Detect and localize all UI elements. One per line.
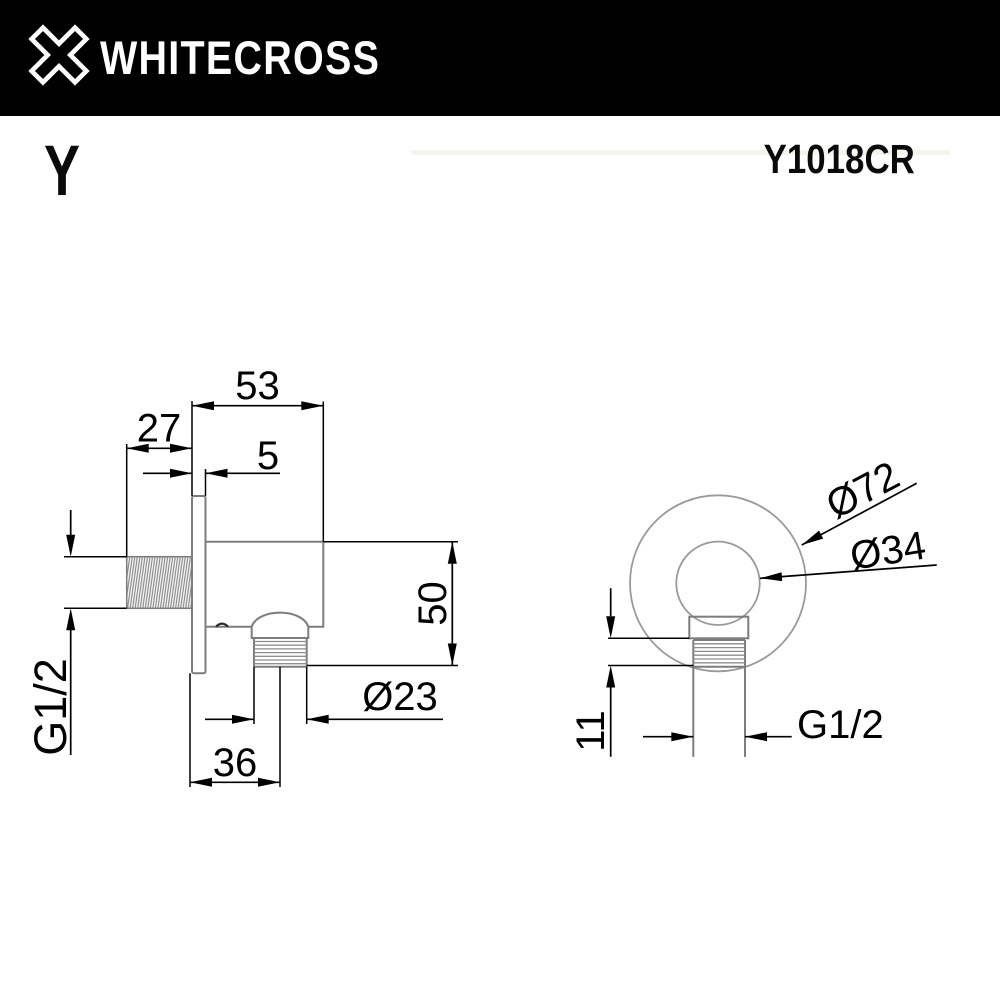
product-code: Y1018CR bbox=[763, 136, 915, 182]
dimension-arrows-front bbox=[606, 530, 824, 742]
outlet-thread-front bbox=[692, 639, 746, 668]
outlet-thread-ribs-side bbox=[254, 640, 307, 665]
dimension-arrows-side bbox=[66, 401, 457, 787]
brand-name: WHITECROSS bbox=[100, 31, 381, 84]
dim-inlet-thread-label: G1/2 bbox=[25, 658, 76, 756]
dim-outer-dia-label: Ø72 bbox=[819, 453, 906, 527]
side-view: 53 27 5 G1/2 50 Ø23 36 bbox=[25, 364, 458, 787]
valve-body-side bbox=[204, 540, 325, 628]
series-label: Y bbox=[44, 132, 80, 211]
body-inner-circle bbox=[675, 540, 761, 626]
extension-lines-front bbox=[608, 637, 694, 667]
dim-inner-dia-label: Ø34 bbox=[847, 524, 929, 579]
weep-hole bbox=[215, 622, 229, 628]
brand-x-logo-icon bbox=[28, 24, 90, 86]
dim-offset-label: 36 bbox=[213, 741, 258, 785]
dim-depth-label: 27 bbox=[137, 407, 182, 451]
flange-outer-circle bbox=[629, 494, 807, 673]
outlet-dome bbox=[250, 611, 310, 628]
dim-flange-label: 5 bbox=[257, 434, 279, 478]
faint-watermark-line bbox=[412, 150, 950, 155]
front-view: 11 G1/2 Ø72 Ø34 bbox=[569, 453, 937, 757]
dim-height-label: 50 bbox=[411, 581, 455, 626]
dim-outlet-dia-label: Ø23 bbox=[362, 675, 438, 719]
header-bar: WHITECROSS bbox=[0, 0, 1000, 116]
inlet-thread-pipe bbox=[125, 555, 193, 610]
wall-flange-side bbox=[191, 495, 207, 675]
dim-outlet-thread-label: G1/2 bbox=[797, 703, 884, 747]
dimension-lines-side bbox=[69, 404, 454, 784]
outlet-collar-side bbox=[250, 626, 310, 639]
dim-thread-length-label: 11 bbox=[569, 710, 613, 752]
outlet-thread-ribs-front bbox=[693, 643, 745, 664]
outlet-pipe-front bbox=[692, 666, 746, 757]
outlet-collar-front bbox=[688, 615, 750, 640]
dim-width-label: 53 bbox=[235, 364, 280, 408]
dimension-lines-front bbox=[609, 482, 937, 757]
